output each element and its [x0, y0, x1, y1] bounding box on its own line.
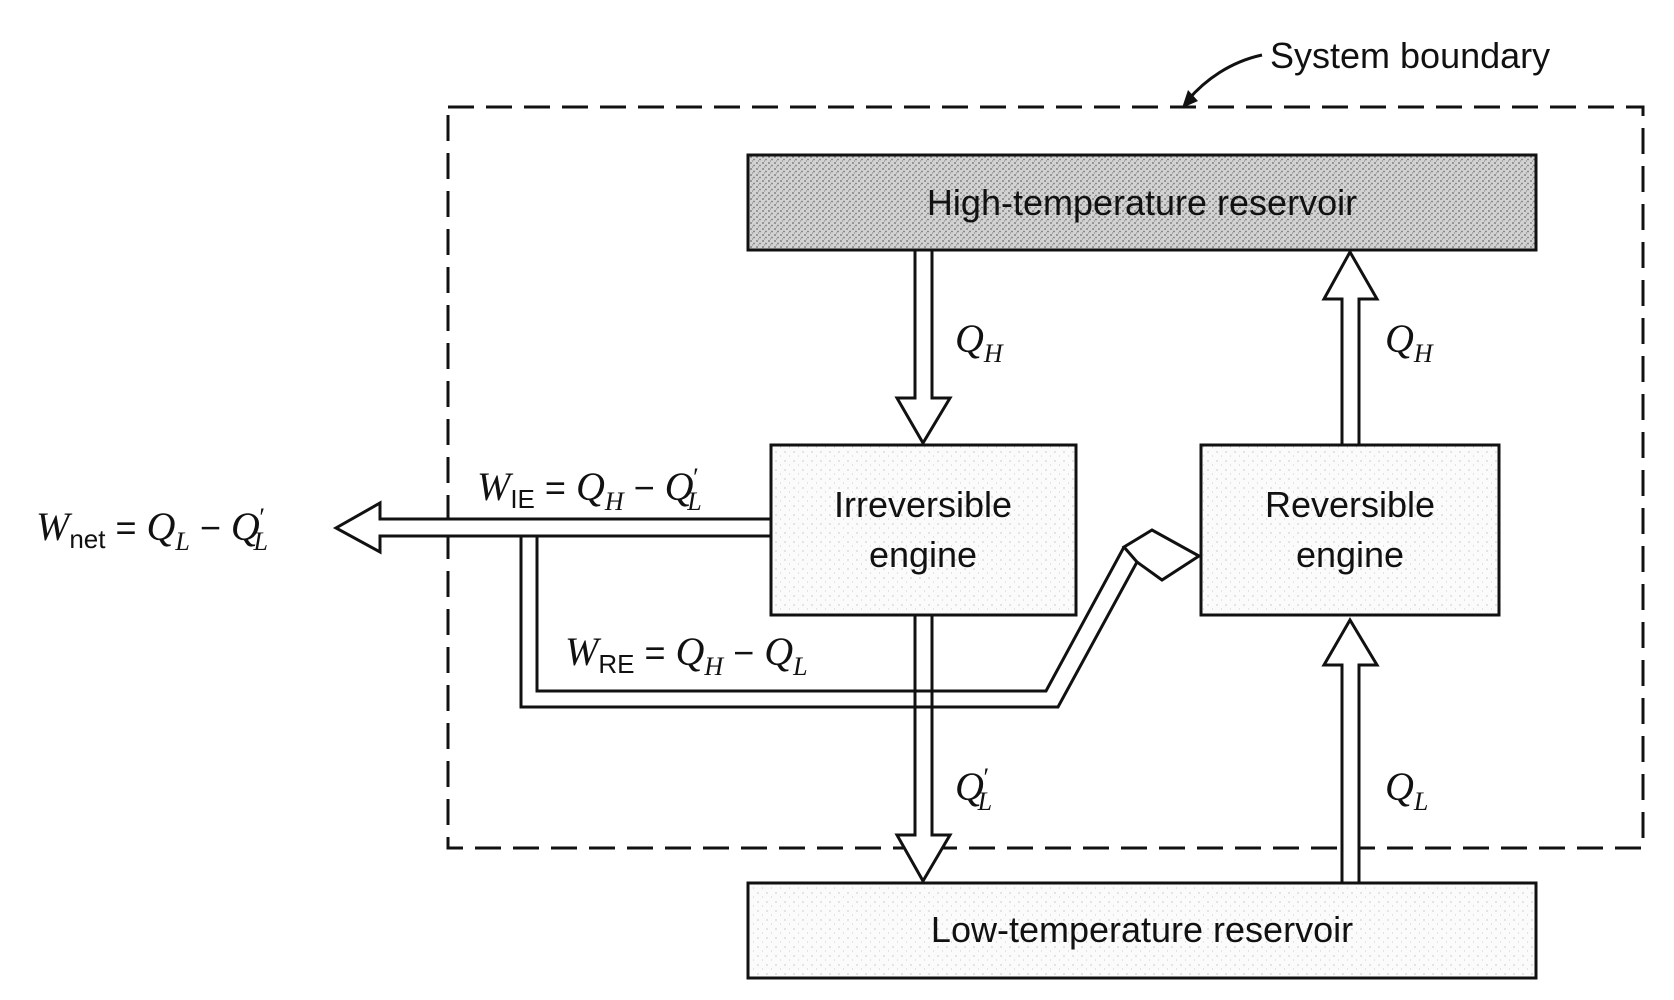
heat-arrow-ql-prime-into-low-reservoir: [894, 613, 953, 885]
label-w-net: Wnet = QL − Q′L: [36, 503, 268, 556]
low-reservoir-label: Low-temperature reservoir: [931, 909, 1353, 950]
label-qh-in: QH: [955, 316, 1004, 368]
label-ql: QL: [1385, 764, 1428, 816]
work-arrow-into-reversible: [1121, 528, 1202, 582]
reversible-engine-label-line2: engine: [1296, 534, 1404, 575]
work-loop-wre-inner: [535, 536, 1126, 693]
system-boundary: [446, 105, 1645, 850]
label-w-re: WRE = QH − QL: [565, 629, 808, 681]
system-boundary-pointer: [1186, 53, 1263, 101]
system-boundary-arrowhead: [1182, 90, 1198, 108]
work-loop-wre-outer: [519, 536, 1139, 709]
high-temperature-reservoir: [746, 153, 1538, 252]
system-boundary-label: System boundary: [1270, 35, 1550, 76]
reversible-engine: [1199, 443, 1501, 617]
work-arrow-net-output: [332, 500, 773, 555]
heat-arrow-ql-into-reversible: [1321, 617, 1380, 885]
label-qh-out: QH: [1385, 316, 1434, 368]
reversible-engine-label-line1: Reversible: [1265, 484, 1435, 525]
irreversible-engine: [769, 443, 1078, 617]
irreversible-engine-label-line2: engine: [869, 534, 977, 575]
low-temperature-reservoir: [746, 881, 1538, 980]
heat-arrow-qh-into-high-reservoir: [1321, 248, 1380, 447]
label-ql-prime: Q′L: [955, 763, 992, 816]
heat-arrow-qh-into-irreversible: [894, 248, 953, 446]
high-reservoir-label: High-temperature reservoir: [927, 182, 1357, 223]
irreversible-engine-label-line1: Irreversible: [834, 484, 1012, 525]
label-w-ie: WIE = QH − Q′L: [477, 463, 702, 516]
